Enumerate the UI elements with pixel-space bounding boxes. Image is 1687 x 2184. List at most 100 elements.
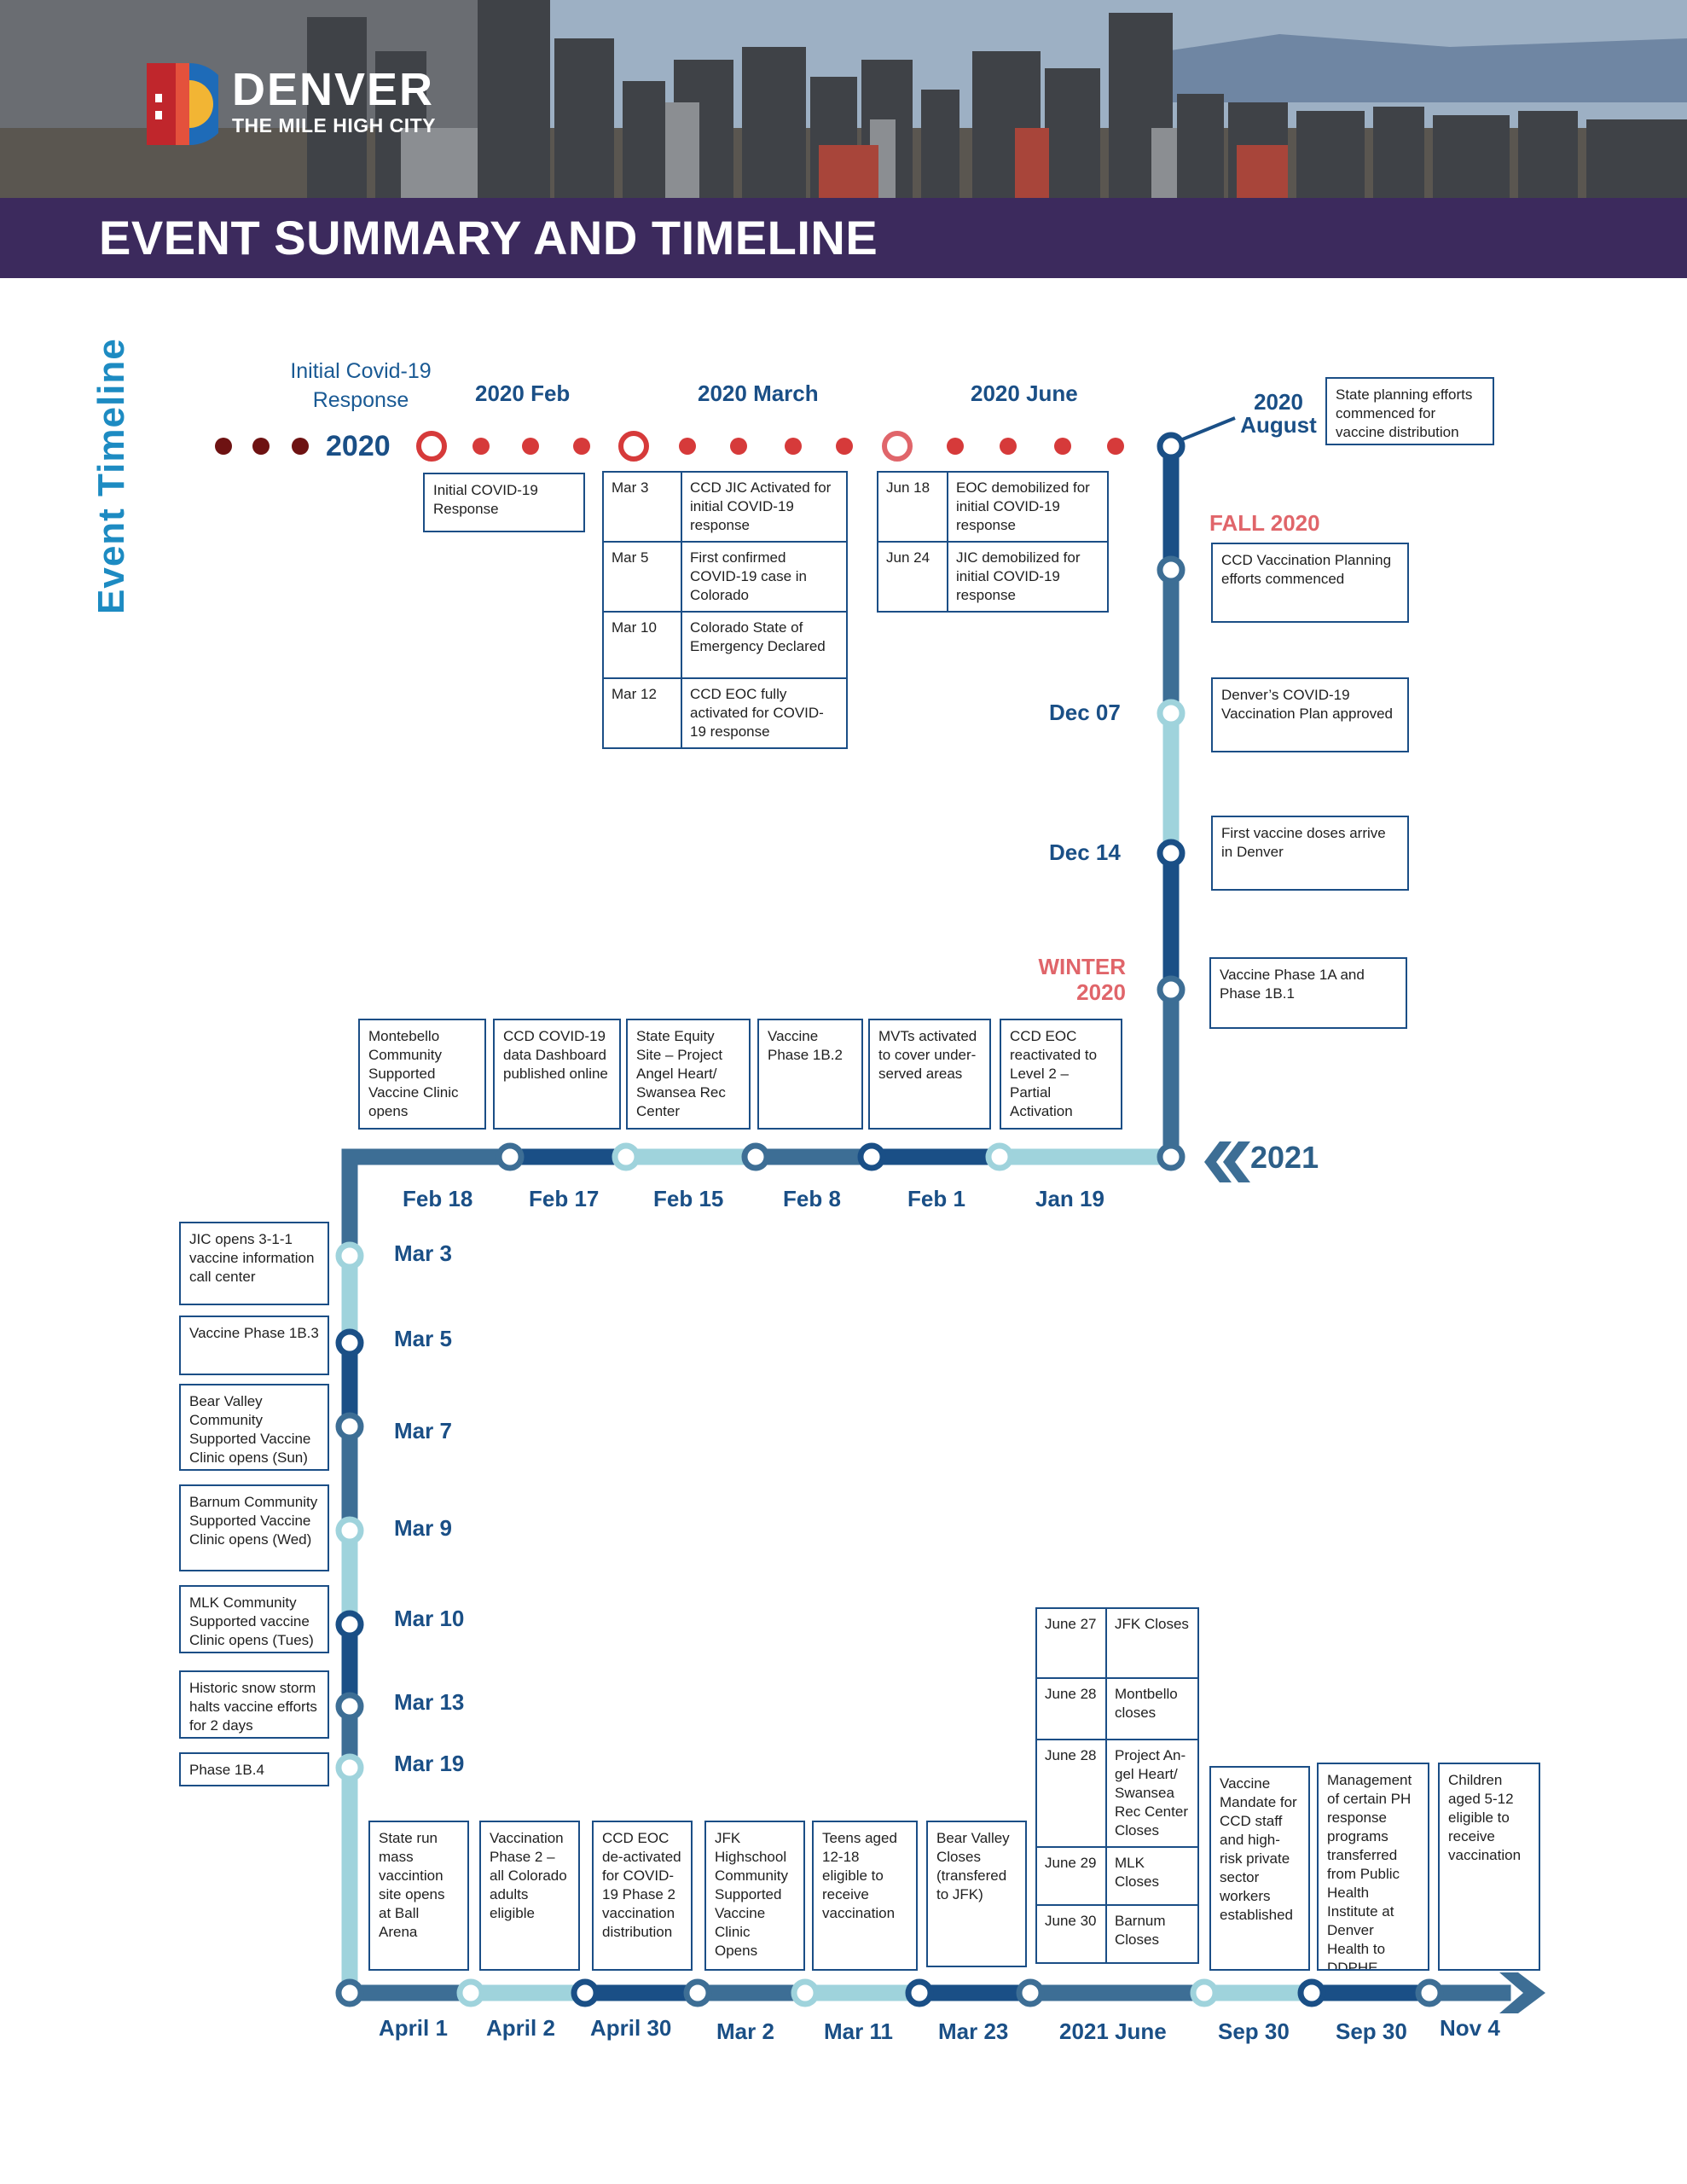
dec07-event-box: Denver’s COVID-19 Vaccination Plan appro… (1211, 677, 1409, 752)
left-event-box: Historic snow storm halts vaccine effort… (179, 1670, 329, 1739)
event-text: JFK Closes (1105, 1607, 1199, 1679)
timeline-station (335, 1328, 364, 1357)
row2-date: Feb 15 (653, 1186, 724, 1211)
left-date: Mar 3 (394, 1240, 452, 1266)
timeline-dot (573, 438, 590, 455)
logo-tagline: THE MILE HIGH CITY (232, 114, 436, 136)
bottom-event-box: JFK Highschool Community Supported Vacci… (704, 1821, 805, 1971)
left-date: Mar 7 (394, 1418, 452, 1443)
timeline-station (335, 1692, 364, 1721)
timeline-station (1157, 839, 1186, 868)
bottom-date: Mar 11 (824, 2018, 893, 2044)
timeline-station (741, 1142, 770, 1171)
timeline-station (335, 1610, 364, 1639)
timeline-station (1157, 432, 1186, 461)
left-event-box: Phase 1B.4 (179, 1752, 329, 1786)
bottom-date: Mar 23 (938, 2018, 1009, 2044)
timeline-dot (1054, 438, 1071, 455)
event-date: Mar 12 (602, 677, 682, 749)
left-date: Mar 9 (394, 1515, 452, 1541)
timeline-ring (618, 431, 649, 462)
event-date: Jun 18 (877, 471, 948, 543)
left-date: Mar 13 (394, 1689, 465, 1715)
bottom-right-event-box: Children aged 5-12 eligible to receive v… (1438, 1763, 1540, 1971)
left-event-box: Bear Valley Community Supported Vaccine … (179, 1384, 329, 1471)
timeline-station (571, 1978, 600, 2007)
header-skyline-photo (0, 0, 1687, 198)
bottom-event-box: State run mass vaccintion site opens at … (368, 1821, 469, 1971)
year-2020-label: 2020 (326, 430, 391, 462)
timeline-dot (252, 438, 270, 455)
event-text: First confirmed COVID-19 case in Colorad… (681, 541, 848, 613)
august-2020-label: 2020 August (1240, 389, 1317, 438)
row2-event-box: CCD COVID-19 data Dashboard published on… (493, 1019, 621, 1130)
event-date: June 29 (1035, 1846, 1107, 1906)
event-date: June 28 (1035, 1739, 1107, 1848)
event-text: CCD JIC Activated for initial COVID-19 r… (681, 471, 848, 543)
timeline-station (1190, 1978, 1219, 2007)
bottom-right-event-box: Vaccine Mandate for CCD staff and high-r… (1209, 1766, 1310, 1971)
row2-event-box: CCD EOC reactivated to Level 2 – Partial… (1000, 1019, 1122, 1130)
skyline-illustration (0, 0, 1687, 198)
event-date: Mar 3 (602, 471, 682, 543)
timeline-station (905, 1978, 934, 2007)
bottom-event-box: Teens aged 12-18 eligible to receive vac… (812, 1821, 918, 1971)
timeline-dot (215, 438, 232, 455)
bottom-event-box: Bear Valley Closes (transfered to JFK) (926, 1821, 1027, 1967)
event-text: JIC demobilized for initial COVID-19 res… (947, 541, 1109, 613)
event-date: Mar 5 (602, 541, 682, 613)
timeline-station (1016, 1978, 1045, 2007)
timeline-station (335, 1978, 364, 2007)
timeline-ring (416, 431, 447, 462)
timeline-station (335, 1516, 364, 1545)
chevron-left-icon (1204, 1141, 1232, 1182)
event-date: June 30 (1035, 1904, 1107, 1964)
logo-name: DENVER (232, 64, 435, 115)
timeline-station (1157, 1142, 1186, 1171)
dec07-label: Dec 07 (1049, 700, 1121, 725)
row2-date: Feb 1 (907, 1186, 965, 1211)
timeline-dot (472, 438, 490, 455)
event-date: Jun 24 (877, 541, 948, 613)
left-event-box: MLK Community Supported vaccine Clinic o… (179, 1585, 329, 1653)
fall-2020-label: FALL 2020 (1209, 510, 1320, 536)
left-event-box: Vaccine Phase 1B.3 (179, 1316, 329, 1375)
row2-date: Feb 17 (529, 1186, 600, 1211)
timeline-dot (730, 438, 747, 455)
row2-date: Jan 19 (1035, 1186, 1104, 1211)
bottom-right-event-box: Management of certain PH response progra… (1317, 1763, 1429, 1971)
timeline-station (496, 1142, 525, 1171)
timeline-dot (836, 438, 853, 455)
august-event-box: State planning efforts commenced for vac… (1325, 377, 1494, 445)
row2-event-box: Vaccine Phase 1B.2 (757, 1019, 863, 1130)
march-2020-label: 2020 March (698, 380, 819, 406)
left-date: Mar 10 (394, 1606, 465, 1631)
timeline-station (791, 1978, 820, 2007)
bottom-event-box: CCD EOC de-activated for COVID-19 Phase … (592, 1821, 693, 1971)
timeline-station (857, 1142, 886, 1171)
page-title: EVENT SUMMARY AND TIMELINE (99, 211, 878, 264)
title-banner (0, 198, 1687, 278)
timeline-ring (882, 431, 913, 462)
event-text: CCD EOC fully activated for COVID-19 res… (681, 677, 848, 749)
event-text: Montbello closes (1105, 1677, 1199, 1740)
dec14-label: Dec 14 (1049, 839, 1121, 865)
event-text: Project An-gel Heart/ Swansea Rec Center… (1105, 1739, 1199, 1848)
timeline-station (683, 1978, 712, 2007)
timeline-dot (1000, 438, 1017, 455)
bottom-date: April 1 (379, 2015, 448, 2041)
bottom-date: 2021 June (1059, 2018, 1167, 2044)
bottom-date: Sep 30 (1336, 2018, 1407, 2044)
bottom-date: Mar 2 (716, 2018, 774, 2044)
timeline-dot (679, 438, 696, 455)
chevron-left-icon (1223, 1141, 1250, 1182)
logo-wordmark: DENVER THE MILE HIGH CITY (232, 67, 436, 138)
